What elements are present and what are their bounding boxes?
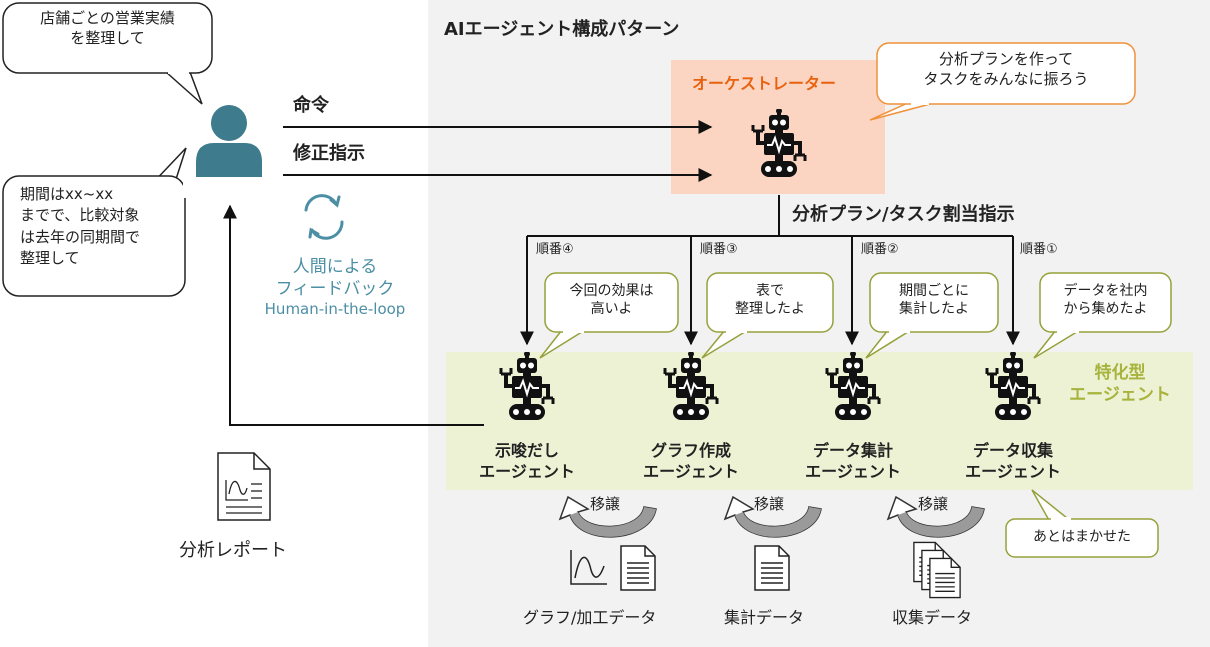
bubble-request-text: 店舗ごとの営業実績 を整理して [3, 9, 212, 48]
agent-name-line: エージェント [643, 461, 739, 481]
agent-bubble-text: 今回の効果は 高いよ [545, 282, 678, 318]
specialized-agents-line: エージェント [1069, 385, 1171, 406]
agent-name: 示唆だし エージェント [467, 441, 587, 483]
agent-bubble-line: 集計したよ [899, 301, 969, 318]
diagram-title: AIエージェント構成パターン [444, 19, 680, 40]
handover-label: 移譲 [590, 495, 621, 513]
orchestrator-bubble-text: 分析プランを作って タスクをみんなに振ろう [877, 50, 1135, 89]
agent-bubbles [539, 272, 1172, 359]
feedback-line1: 人間による [292, 257, 378, 277]
bubble-detail-line: 期間はxx~xx [20, 185, 114, 203]
collected-data-document-icon [929, 557, 961, 599]
agent-order-label: 順番④ [536, 242, 574, 257]
agent-bubble-line: 表で [756, 283, 784, 299]
agent-name-line: 示唆だし [494, 441, 559, 460]
orchestrator-bubble-line: 分析プランを作って [938, 50, 1074, 68]
agent-name: データ収集 エージェント [953, 441, 1073, 483]
agent-name: グラフ作成 エージェント [631, 441, 751, 483]
feedback-cycle-icon [304, 194, 344, 240]
agent-bubble-line: から集めたよ [1063, 301, 1148, 318]
report-document-icon [217, 452, 271, 521]
agent-bubble-text: データを社内 から集めたよ [1040, 282, 1171, 318]
aggregated-data-document-icon [754, 545, 790, 591]
agent-name-line: データ集計 [812, 441, 893, 460]
agent-bubble-line: 整理したよ [735, 301, 805, 318]
command-label: 命令 [293, 95, 329, 116]
graph-chart-icon [570, 550, 607, 585]
bubble-detail-line: までで、比較対象 [20, 206, 140, 225]
aggregated-data-label: 集計データ [724, 608, 805, 627]
bubble-request-line: 店舗ごとの営業実績 [40, 9, 175, 27]
orchestrator-label: オーケストレーター [692, 74, 837, 93]
specialized-agents-box [446, 352, 1193, 490]
agent-order-label: 順番② [861, 242, 899, 257]
agent-bubble-line: 今回の効果は [569, 283, 654, 299]
agent-name-line: エージェント [479, 461, 575, 481]
bubble-detail-line: 整理して [20, 248, 80, 267]
user-icon [196, 105, 262, 177]
report-label: 分析レポート [179, 540, 287, 561]
leave-it-bubble [1005, 518, 1159, 558]
agent-bubble-text: 表で 整理したよ [707, 282, 833, 318]
graph-data-label: グラフ/加工データ [523, 608, 657, 627]
bubble-request-tail [164, 71, 203, 105]
handover-label: 移譲 [918, 495, 949, 513]
feedback-return-arrow [223, 204, 484, 426]
agent-name-line: エージェント [805, 461, 901, 481]
specialized-agents-line: 特化型 [1094, 363, 1146, 383]
plan-assign-label: 分析プラン/タスク割当指示 [792, 204, 1015, 225]
agent-bubble-text: 期間ごとに 集計したよ [870, 282, 998, 318]
agent-bubble-line: 高いよ [590, 301, 633, 318]
bubble-request-line: を整理して [70, 28, 145, 47]
collected-data-label: 収集データ [892, 608, 973, 627]
specialized-agents-label: 特化型 エージェント [1050, 362, 1190, 406]
agent-bubble-line: 期間ごとに [899, 283, 969, 299]
orchestrator-bubble-line: タスクをみんなに振ろう [923, 69, 1089, 88]
feedback-label: 人間による フィードバック Human-in-the-loop [235, 256, 435, 320]
bubble-detail-text: 期間はxx~xx までで、比較対象 は去年の同期間で 整理して [20, 184, 140, 269]
bubble-request [2, 2, 213, 74]
agent-order-label: 順番③ [700, 242, 738, 257]
agent-name-line: グラフ作成 [650, 441, 731, 460]
bubble-detail [2, 175, 186, 297]
orchestrator-bubble [876, 42, 1136, 105]
correction-label: 修正指示 [293, 143, 365, 164]
bubble-detail-line: は去年の同期間で [20, 227, 141, 246]
agent-name-line: データ収集 [972, 441, 1053, 460]
task-distribution-tree [520, 195, 1020, 346]
feedback-line3: Human-in-the-loop [264, 300, 406, 319]
feedback-line2: フィードバック [275, 279, 395, 300]
handover-label: 移譲 [754, 495, 785, 513]
agent-bubble-line: データを社内 [1063, 283, 1148, 299]
graph-data-document-icon [620, 545, 656, 591]
leave-it-bubble-text: あとはまかせた [1033, 529, 1131, 545]
agent-name-line: エージェント [965, 461, 1061, 481]
agent-name: データ集計 エージェント [793, 441, 913, 483]
agent-order-label: 順番① [1020, 242, 1058, 257]
